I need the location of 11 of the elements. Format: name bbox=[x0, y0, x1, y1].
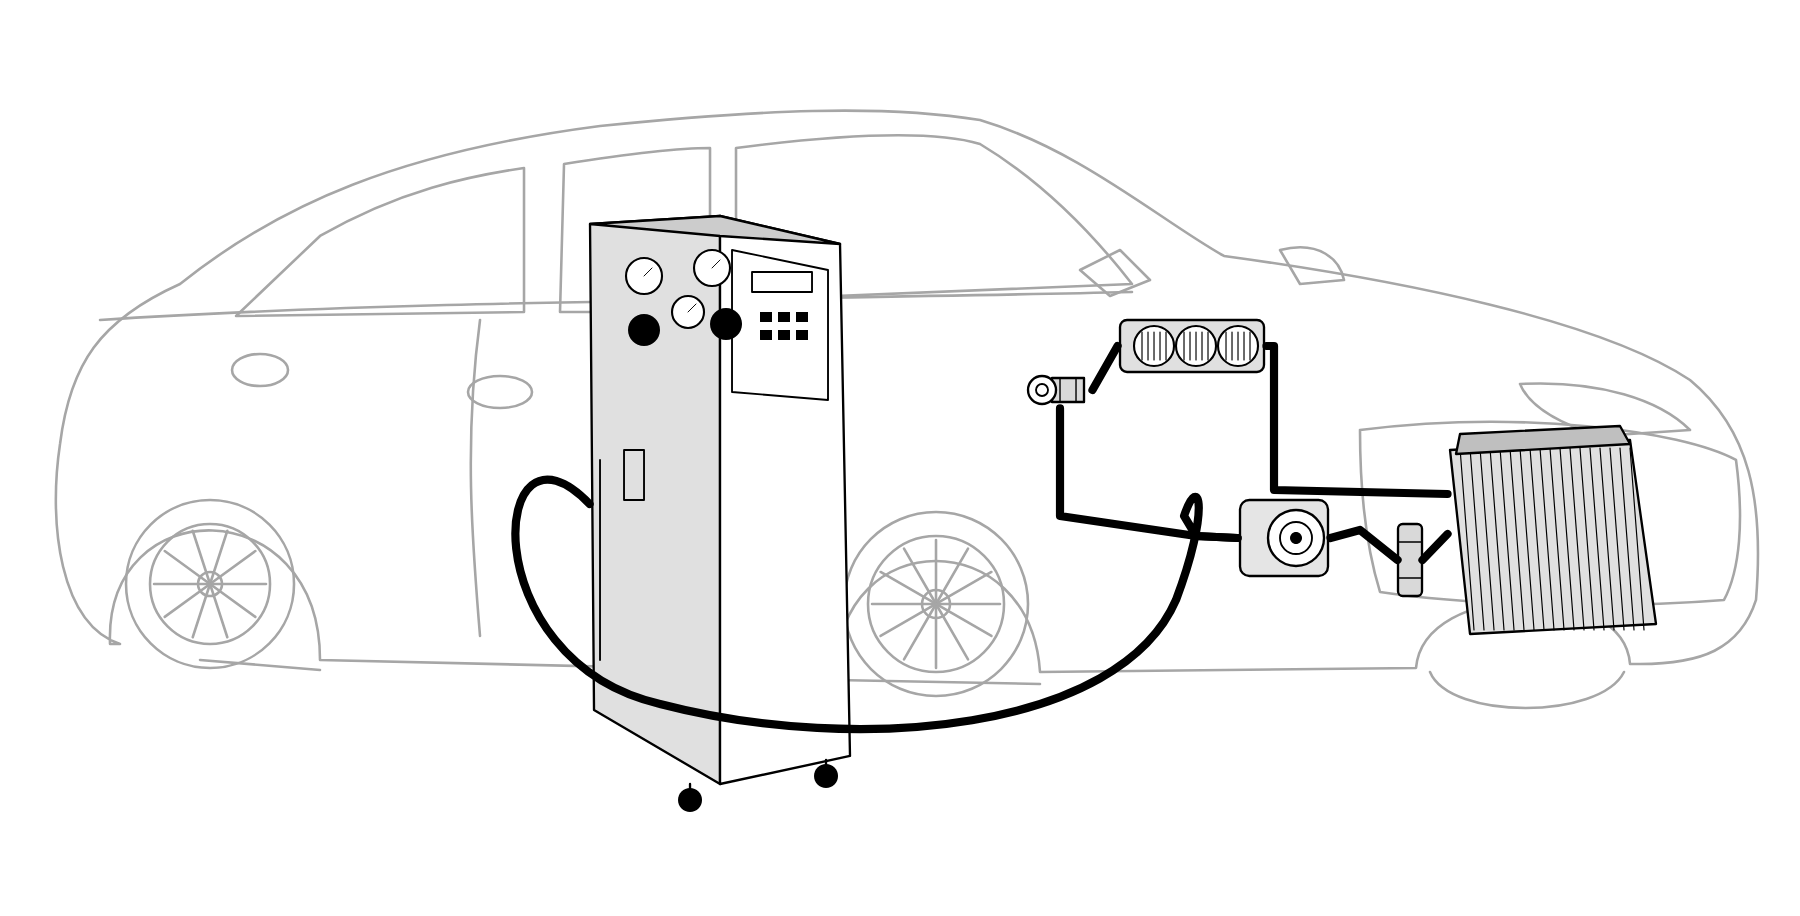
hose bbox=[1055, 404, 1242, 543]
evaporator-drawing bbox=[1118, 318, 1266, 374]
compressor-drawing bbox=[1238, 498, 1330, 578]
condenser-drawing bbox=[1448, 424, 1658, 636]
drier-drawing bbox=[1396, 522, 1424, 598]
service-machine-drawing bbox=[588, 214, 852, 812]
hose bbox=[1326, 525, 1402, 565]
valve-drawing bbox=[1026, 374, 1086, 406]
hose bbox=[1088, 341, 1122, 395]
hose bbox=[1418, 529, 1452, 565]
hose bbox=[1262, 341, 1452, 499]
